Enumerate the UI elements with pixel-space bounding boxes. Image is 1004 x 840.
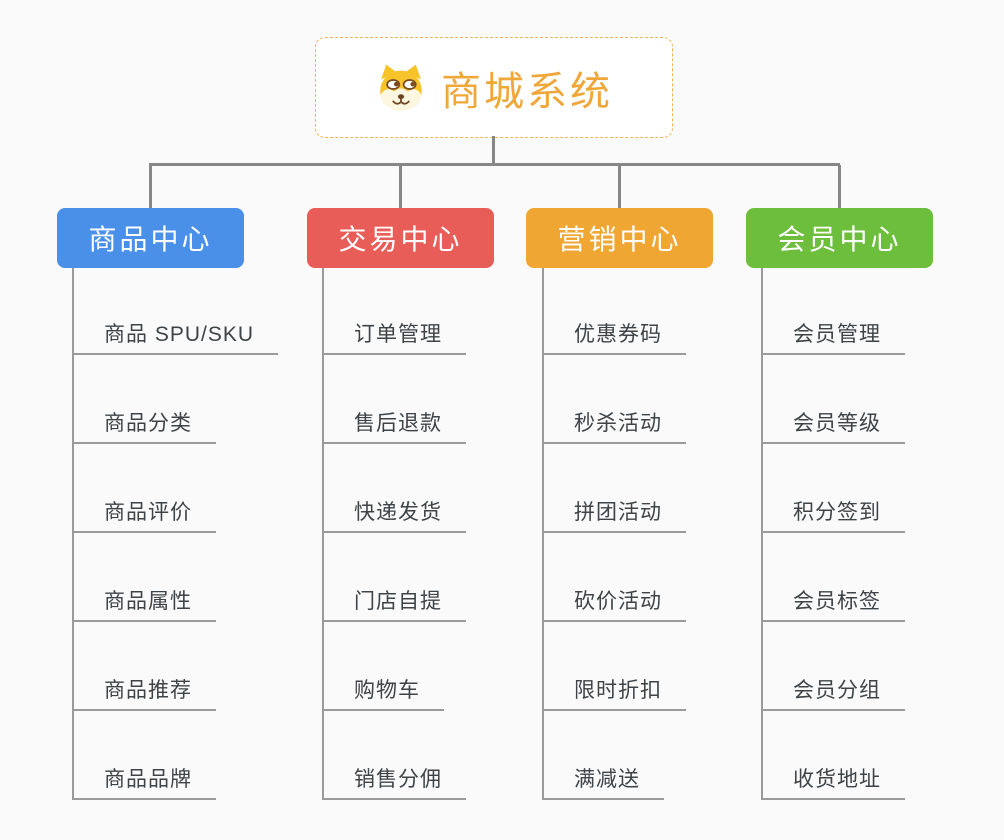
leaf-item[interactable]: 订单管理 (322, 317, 466, 355)
branch-node-trade-center[interactable]: 交易中心 (307, 208, 494, 268)
leaf-item[interactable]: 会员分组 (761, 673, 905, 711)
leaf-item[interactable]: 销售分佣 (322, 762, 466, 800)
leaf-item[interactable]: 商品推荐 (72, 673, 216, 711)
root-title: 商城系统 (441, 69, 613, 114)
leaf-item[interactable]: 会员等级 (761, 406, 905, 444)
connector-branch-4 (838, 165, 841, 208)
leaf-item[interactable]: 会员标签 (761, 584, 905, 622)
connector-branch-1 (149, 165, 152, 208)
leaf-item[interactable]: 满减送 (542, 762, 664, 800)
leaf-item[interactable]: 门店自提 (322, 584, 466, 622)
leaf-item[interactable]: 购物车 (322, 673, 444, 711)
branch-node-member-center[interactable]: 会员中心 (746, 208, 933, 268)
leaf-item[interactable]: 商品属性 (72, 584, 216, 622)
branch-node-marketing-center[interactable]: 营销中心 (526, 208, 713, 268)
leaf-item[interactable]: 秒杀活动 (542, 406, 686, 444)
connector-branch-3 (618, 165, 621, 208)
connector-horizontal-bar (149, 163, 840, 166)
leaf-item[interactable]: 砍价活动 (542, 584, 686, 622)
leaf-item[interactable]: 商品评价 (72, 495, 216, 533)
root-node[interactable]: 商城系统 (315, 37, 673, 138)
leaf-item[interactable]: 限时折扣 (542, 673, 686, 711)
connector-root-stub (492, 136, 495, 165)
leaf-item[interactable]: 积分签到 (761, 495, 905, 533)
leaf-item[interactable]: 商品品牌 (72, 762, 216, 800)
trunk-line-member (761, 268, 763, 800)
leaf-item[interactable]: 快递发货 (322, 495, 466, 533)
branch-node-product-center[interactable]: 商品中心 (57, 208, 244, 268)
leaf-item[interactable]: 拼团活动 (542, 495, 686, 533)
leaf-item[interactable]: 优惠券码 (542, 317, 686, 355)
trunk-line-trade (322, 268, 324, 800)
shiba-dog-icon (380, 64, 422, 111)
leaf-item[interactable]: 商品分类 (72, 406, 216, 444)
leaf-item[interactable]: 收货地址 (761, 762, 905, 800)
leaf-item[interactable]: 会员管理 (761, 317, 905, 355)
trunk-line-marketing (542, 268, 544, 800)
leaf-item[interactable]: 售后退款 (322, 406, 466, 444)
connector-branch-2 (399, 165, 402, 208)
leaf-item[interactable]: 商品 SPU/SKU (72, 317, 279, 355)
trunk-line-product (72, 268, 74, 800)
